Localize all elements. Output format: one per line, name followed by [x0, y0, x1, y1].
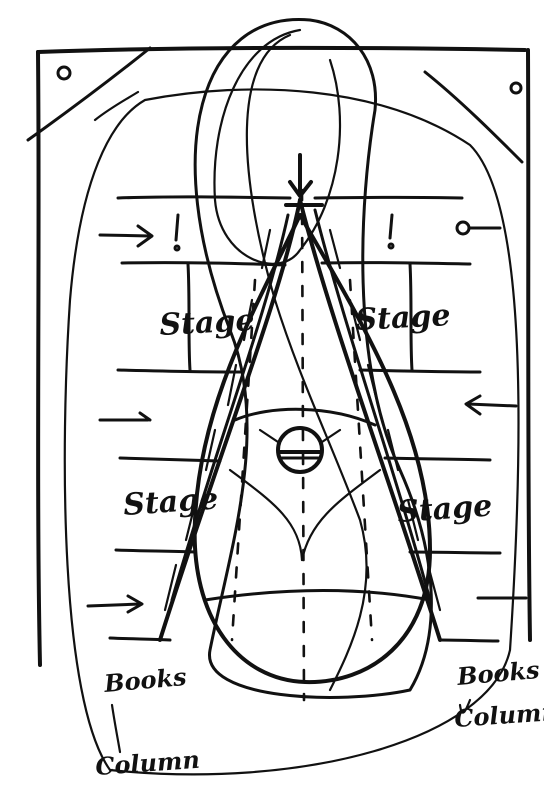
arrow-left-2-icon: [100, 413, 150, 420]
frame-top: [38, 48, 525, 52]
stage-label-upper-right: Stage: [355, 298, 452, 338]
center-axis: [302, 190, 304, 700]
teardrop-base: [195, 215, 430, 682]
column-label-left: Column: [94, 745, 200, 781]
central-triangle: [160, 200, 440, 640]
books-label-right: Books: [455, 655, 541, 691]
arrow-left-3-icon: [88, 596, 142, 612]
books-label-left: Books: [102, 662, 188, 698]
focal-circle-icon: [260, 428, 340, 472]
corner-mark-top-left: [28, 48, 150, 140]
frame-right: [528, 50, 530, 640]
column-label-right: Column: [453, 697, 544, 733]
stage-label-upper-left: Stage: [159, 303, 256, 343]
top-arrow-icon: [290, 155, 311, 196]
mark-left-icon: [175, 215, 179, 250]
mark-right-icon: [389, 215, 393, 248]
stage-label-lower-left: Stage: [122, 481, 219, 523]
right-rows: [315, 197, 500, 641]
left-rows: [110, 197, 290, 640]
arrow-left-1-icon: [100, 226, 152, 246]
column-pointer-left: [112, 705, 120, 752]
stage-label-lower-right: Stage: [396, 488, 493, 530]
arrow-right-2-icon: [466, 396, 516, 414]
arrow-right-1-icon: [457, 222, 500, 234]
frame-left: [38, 52, 40, 665]
